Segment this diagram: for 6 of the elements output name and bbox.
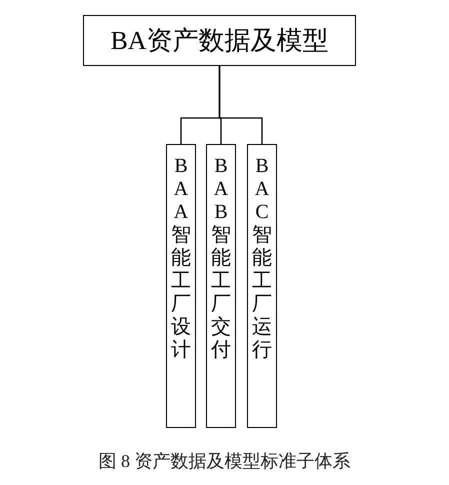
- category-box: BAC智能工厂运行: [247, 144, 277, 428]
- figure-caption: 图 8 资产数据及模型标准子体系: [98, 450, 352, 473]
- category-box: BAB智能工厂交付: [206, 144, 236, 428]
- category-box: BAA智能工厂设计: [166, 144, 196, 428]
- connector-line: [218, 66, 263, 144]
- title-box: BA资产数据及模型: [83, 15, 356, 66]
